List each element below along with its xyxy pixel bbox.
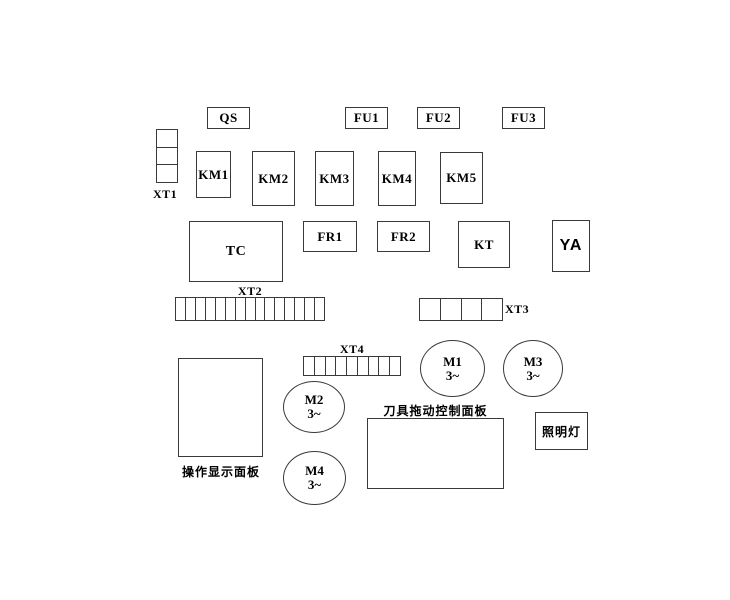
km2-label: KM2: [258, 170, 289, 186]
xt2-label: XT2: [237, 284, 263, 298]
m4-phase: 3~: [307, 477, 322, 492]
xt1-terminal-strip: [156, 129, 178, 183]
tc-transformer-box: TC: [189, 221, 283, 282]
m3-phase: 3~: [526, 367, 540, 383]
m2-motor: M2 3~: [283, 381, 345, 433]
xt4-label: XT4: [339, 342, 365, 356]
xt2-terminal-strip: [175, 297, 325, 321]
km3-contactor-box: KM3: [315, 151, 354, 206]
xt3-terminal-strip: [419, 298, 503, 321]
m1-name: M1: [443, 353, 462, 369]
km1-label: KM1: [198, 166, 229, 182]
m1-phase: 3~: [445, 367, 460, 383]
xt4-terminal-strip: [303, 356, 401, 376]
km4-label: KM4: [381, 170, 413, 186]
fr1-relay-box: FR1: [303, 221, 357, 252]
fu2-label: FU2: [425, 110, 452, 125]
ya-label: YA: [559, 237, 583, 254]
km1-contactor-box: KM1: [196, 151, 231, 198]
fu3-label: FU3: [510, 110, 537, 125]
m2-phase: 3~: [307, 406, 321, 421]
qs-label: QS: [219, 110, 238, 125]
fr1-label: FR1: [317, 228, 343, 244]
km5-contactor-box: KM5: [440, 152, 483, 204]
km3-label: KM3: [319, 170, 350, 186]
fu2-fuse-box: FU2: [417, 107, 460, 129]
operation-display-panel: [178, 358, 263, 457]
tc-label: TC: [225, 243, 247, 259]
lighting-lamp-label: 照明灯: [541, 424, 581, 439]
kt-label: KT: [474, 236, 494, 252]
fr2-relay-box: FR2: [377, 221, 430, 252]
xt3-label: XT3: [505, 302, 530, 316]
m4-name: M4: [305, 463, 324, 478]
operation-display-panel-label: 操作显示面板: [181, 465, 260, 479]
fu1-fuse-box: FU1: [345, 107, 388, 129]
km5-label: KM5: [446, 170, 477, 185]
km4-contactor-box: KM4: [378, 151, 416, 206]
qs-switch-box: QS: [207, 107, 250, 129]
m1-motor: M1 3~: [420, 340, 485, 397]
m4-motor: M4 3~: [283, 451, 346, 505]
fu3-fuse-box: FU3: [502, 107, 545, 129]
tool-drag-control-panel: [367, 418, 504, 489]
fr2-label: FR2: [390, 228, 417, 244]
m2-name: M2: [304, 392, 324, 407]
km2-contactor-box: KM2: [252, 151, 295, 206]
lighting-lamp-box: 照明灯: [535, 412, 588, 450]
ya-solenoid-box: YA: [552, 220, 590, 272]
fu1-label: FU1: [353, 110, 380, 125]
m3-name: M3: [523, 353, 543, 369]
kt-relay-box: KT: [458, 221, 510, 268]
xt1-label: XT1: [153, 187, 178, 201]
m3-motor: M3 3~: [503, 340, 563, 397]
tool-drag-control-panel-label: 刀具拖动控制面板: [383, 404, 488, 418]
